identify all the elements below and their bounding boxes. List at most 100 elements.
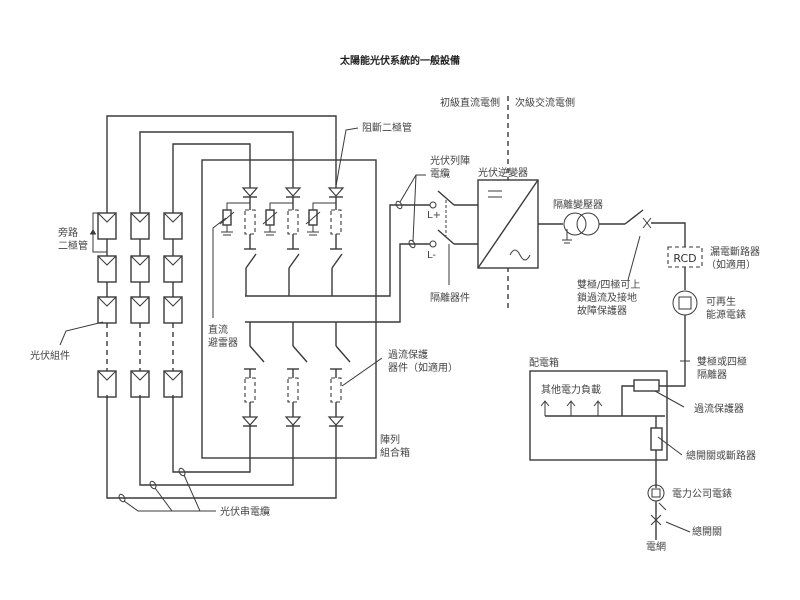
bypass-diode-label-1: 旁路 [58,226,78,239]
pv-module [97,296,117,324]
grid-label: 電網 [646,540,666,553]
pv-module-leader [59,321,104,346]
l-plus-label: L+ [427,210,441,221]
surge-arrester-slash [305,211,321,225]
surge-arrester-leader [212,217,227,318]
string-top-wires [106,115,337,213]
blocking-diode [327,416,345,426]
overcurrent-protector-label: 過流保護器 [694,402,744,415]
pv-module-symbol [130,296,150,307]
pv-module-label: 光伏組件 [30,349,70,362]
switch [249,345,265,363]
string-bottom-wires [106,395,337,512]
dc-isolator[interactable] [429,190,478,285]
pv-module [130,296,150,324]
pv-module-symbol [163,212,183,223]
dp-isolator-label-1: 雙極或四極 [697,355,747,368]
switch [335,345,351,363]
pv-module [130,370,150,398]
wire [312,202,336,210]
isolator-label: 隔離器件 [430,291,470,304]
bypass-diode [90,212,107,253]
fuse [244,377,256,403]
pv-module [163,370,183,398]
blocking-diode [284,416,302,426]
renewable-meter-label-1: 可再生 [706,295,736,308]
isolation-transformer-label: 隔離變壓器 [553,198,603,211]
dc-surge-arrester-label-2: 避雷器 [208,336,238,349]
l-minus-label: L- [427,250,436,261]
pv-module-symbol [130,255,150,266]
secondary-side-label: 次級交流電側 [515,96,575,109]
pv-module [163,296,183,324]
surge-arrester-slash [219,211,235,225]
inverter [477,179,539,269]
blocking-diode [284,187,302,197]
pv-module [97,255,117,283]
pv-array-cable-label-2: 電纜 [430,167,450,180]
blocking-diode [241,187,259,197]
pv-array-cable-label-1: 光伏列陣 [430,154,470,167]
fuse [330,377,342,403]
combiner-box-label-2: 組合箱 [380,446,410,459]
switch [288,253,300,269]
switch-or-breaker-label: 總開關或斷路器 [686,449,756,462]
rcd-label-2: （如適用） [706,258,756,271]
pv-module-symbol [130,370,150,381]
rcd-text: RCD [673,252,696,265]
blocking-diode [241,416,259,426]
pv-module-symbol [163,370,183,381]
distribution-internals [540,335,690,488]
pv-module-symbol [163,296,183,307]
utility-meter [647,484,691,540]
overcurrent-device-label-2: 器件（如適用） [388,361,458,374]
array-cables [245,174,430,323]
other-loads-label: 其他電力負載 [541,383,601,396]
pv-module-symbol [97,212,117,223]
pv-module-symbol [97,255,117,266]
pv-module [130,212,150,240]
dp-isolator-label-2: 隔離器 [697,368,727,381]
fuse [330,209,342,235]
diagram-title: 太陽能光伏系統的一般設備 [339,54,460,67]
pv-string-cable-label: 光伏串電纜 [220,505,270,518]
pv-strings [97,212,183,398]
wire [269,202,293,210]
pv-module-symbol [130,212,150,223]
pv-module-symbol [97,370,117,381]
switch [292,345,308,363]
lockable-breaker-label-1: 雙極/四極可上 [577,278,640,291]
switch [331,253,343,269]
blocking-diode [327,187,345,197]
rcd-label-1: 漏電斷路器 [710,245,760,258]
surge-arrester-slash [262,211,278,225]
fuse [287,209,299,235]
distribution-board-label: 配電箱 [529,356,559,369]
overcurrent-device-leader [341,357,383,387]
pv-module [97,212,117,240]
pv-module-symbol [163,255,183,266]
lockable-breaker[interactable] [624,209,686,281]
fuse [287,377,299,403]
switch [245,253,257,269]
combiner-circuits [219,187,351,427]
blocking-diode-label: 阻斷二極管 [362,121,412,134]
pv-module-symbol [97,296,117,307]
pv-module [130,255,150,283]
pv-module [163,212,183,240]
pv-module [163,255,183,283]
blocking-diode-leader [335,127,359,187]
fuse [244,209,256,235]
inverter-label: 光伏逆變器 [478,166,528,179]
renewable-meter-label-2: 能源電錶 [706,308,746,321]
combiner-box [201,159,377,459]
dc-surge-arrester-label-1: 直流 [208,323,228,336]
wire [226,202,250,210]
lockable-breaker-label-3: 故障保護器 [577,304,627,317]
combiner-box-label-1: 陣列 [380,433,400,446]
isolation-transformer [538,212,625,244]
utility-meter-label: 電力公司電錶 [672,487,732,500]
renewable-meter [672,267,698,335]
primary-side-label: 初級直流電側 [440,96,500,109]
